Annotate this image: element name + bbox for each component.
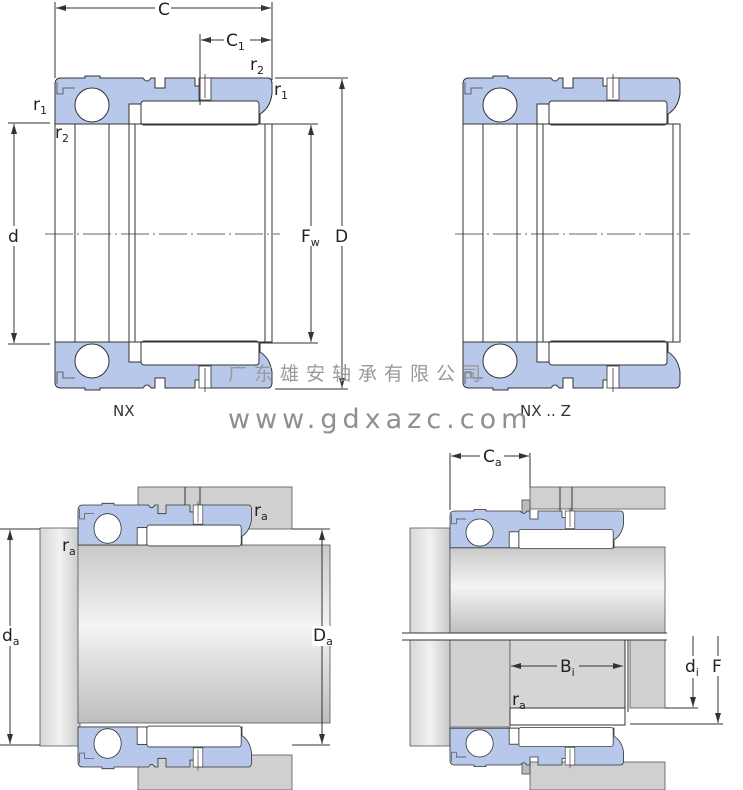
- label-ra-left: ra: [62, 536, 76, 558]
- watermark-company: 广东雄安轴承有限公司: [228, 363, 488, 385]
- label-Fw: Fw: [301, 227, 320, 249]
- label-D: D: [335, 227, 348, 247]
- label-F: F: [712, 657, 722, 677]
- label-ra-top: ra: [254, 501, 268, 523]
- caption-nx: NX: [113, 402, 135, 420]
- label-Bi: Bi: [560, 657, 575, 679]
- nxz-bearing-section: NX .. Z: [455, 74, 690, 420]
- label-Ca: Ca: [483, 447, 502, 469]
- caption-nxz: NX .. Z: [520, 402, 571, 420]
- label-C: C: [158, 0, 170, 20]
- label-da: da: [2, 626, 20, 648]
- mounting-nx-shaft-housing: da Da ra ra: [0, 486, 333, 790]
- label-ra: ra: [512, 690, 526, 712]
- label-r1-left: r1: [33, 95, 47, 117]
- label-C1: C1: [226, 31, 245, 53]
- nx-bearing-section: C C1 r2 r1 r1 r2 d Fw D NX: [6, 0, 351, 420]
- label-r2-top: r2: [250, 55, 264, 77]
- label-r1-right: r1: [274, 80, 288, 102]
- label-di: di: [685, 657, 699, 679]
- label-d: d: [8, 227, 19, 247]
- label-r2-left: r2: [55, 123, 69, 145]
- mounting-nxz-shaft-housing: Ca Bi ra di F: [402, 447, 726, 790]
- label-Da: Da: [313, 626, 333, 648]
- watermark-url: www.gdxazc.com: [228, 404, 532, 435]
